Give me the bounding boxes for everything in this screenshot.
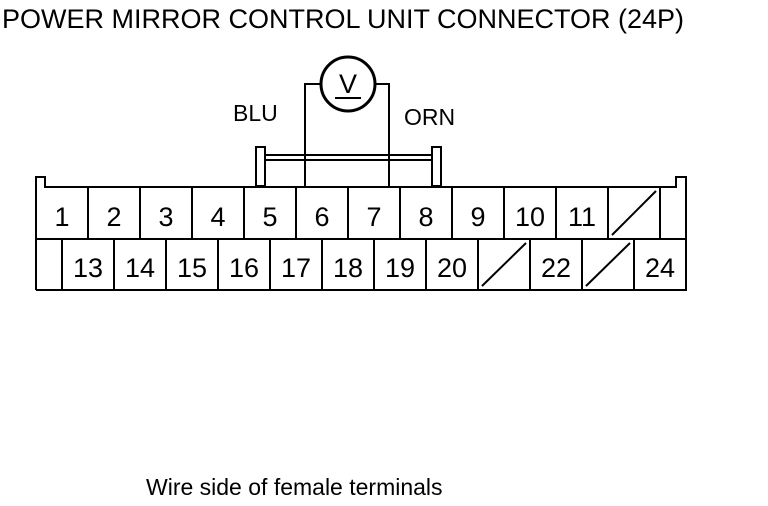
terminal-9: 9 (451, 187, 486, 239)
wire-label-blu: BLU (233, 100, 278, 126)
terminal-number: 16 (229, 253, 259, 283)
terminal-number: 1 (54, 202, 69, 232)
terminal-3: 3 (139, 187, 174, 239)
terminal-17: 17 (269, 239, 311, 290)
terminal-number: 24 (645, 253, 675, 283)
terminal-4: 4 (191, 187, 226, 239)
terminal-22: 22 (529, 239, 571, 290)
probe-bar (255, 146, 442, 187)
terminal-15: 15 (165, 239, 207, 290)
terminal-number: 18 (333, 253, 363, 283)
terminal-number: 8 (418, 202, 433, 232)
terminal-14: 14 (113, 239, 155, 290)
terminal-number: 2 (106, 202, 121, 232)
terminal-5: 5 (243, 187, 278, 239)
terminal-number: 17 (281, 253, 311, 283)
terminal-2: 2 (87, 187, 122, 239)
terminal-6: 6 (295, 187, 330, 239)
terminal-19: 19 (373, 239, 415, 290)
empty-cavity (477, 239, 527, 290)
blank-cavity-slash (611, 190, 657, 236)
terminal-number: 6 (314, 202, 329, 232)
terminal-number: 10 (515, 202, 545, 232)
terminal-1: 1 (54, 202, 69, 232)
terminal-number: 5 (262, 202, 277, 232)
terminal-24: 24 (633, 239, 675, 290)
terminal-18: 18 (321, 239, 363, 290)
blank-cavity-slash (481, 242, 527, 287)
terminal-13: 13 (61, 239, 103, 290)
terminal-7: 7 (347, 187, 382, 239)
terminal-number: 11 (568, 202, 596, 232)
connector-pins: 1 2 3 4 5 6 7 8 9 10 11 13 14 15 16 17 18 19 20 22 24 (54, 187, 675, 290)
terminal-number: 9 (470, 202, 485, 232)
terminal-10: 10 (503, 187, 545, 239)
wire-label-orn: ORN (404, 104, 456, 130)
diagram-caption: Wire side of female terminals (146, 474, 443, 500)
voltmeter-icon: V (319, 55, 377, 113)
terminal-number: 19 (385, 253, 415, 283)
terminal-20: 20 (425, 239, 467, 290)
terminal-number: 14 (125, 253, 155, 283)
connector-body (35, 176, 687, 291)
terminal-number: 15 (177, 253, 207, 283)
empty-cavity (607, 187, 657, 239)
voltmeter-symbol: V (339, 69, 357, 99)
terminal-11: 11 (555, 187, 596, 239)
terminal-number: 3 (158, 202, 173, 232)
blank-cavity-slash (585, 242, 631, 287)
terminal-number: 22 (541, 253, 571, 283)
terminal-number: 13 (73, 253, 103, 283)
empty-cavity (581, 239, 631, 290)
terminal-number: 4 (210, 202, 225, 232)
terminal-number: 7 (366, 202, 381, 232)
terminal-number: 20 (437, 253, 467, 283)
terminal-16: 16 (217, 239, 259, 290)
terminal-8: 8 (399, 187, 434, 239)
diagram-title: POWER MIRROR CONTROL UNIT CONNECTOR (24P… (2, 4, 685, 34)
